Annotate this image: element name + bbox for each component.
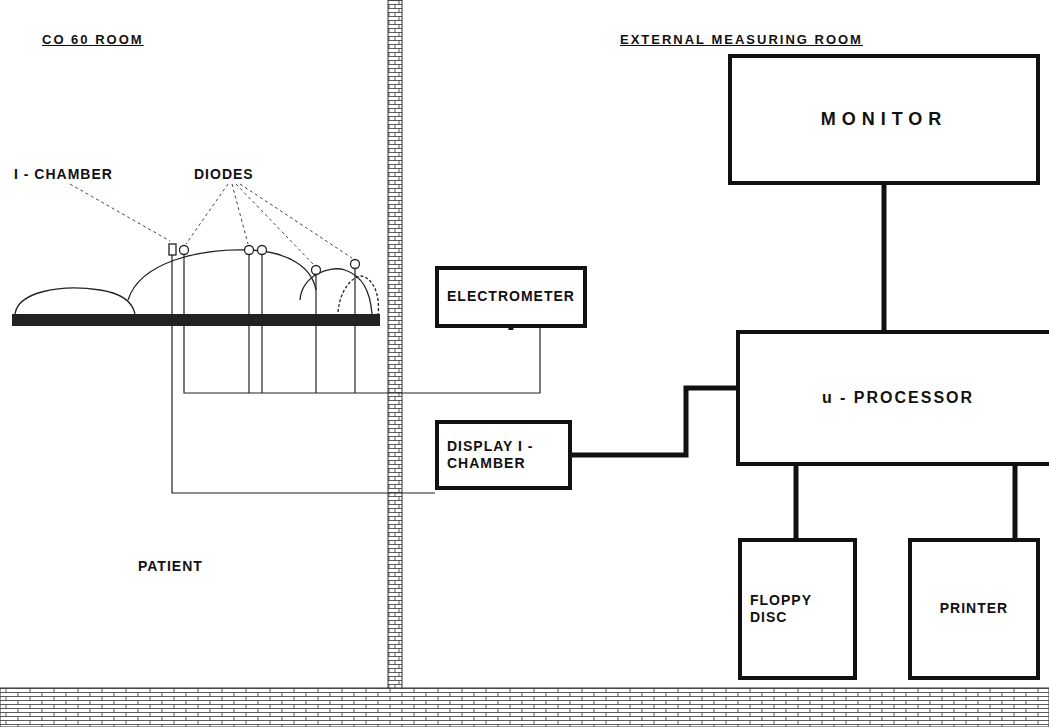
box-label: ELECTROMETER [447, 288, 575, 306]
data-cable [794, 466, 799, 538]
callout-label: DIODES [192, 166, 256, 182]
callout-label: PATIENT [136, 558, 205, 574]
data-cable [572, 388, 736, 455]
device-box: FLOPPY DISC [738, 538, 857, 680]
callout-label: I - CHAMBER [12, 166, 115, 182]
box-label: DISPLAY I - CHAMBER [447, 438, 562, 473]
device-box: u - PROCESSOR [736, 330, 1049, 466]
box-label: FLOPPY DISC [750, 592, 847, 627]
box-label: PRINTER [940, 600, 1008, 618]
brick-wall [388, 0, 402, 700]
box-label: u - PROCESSOR [822, 388, 974, 408]
data-cable [1013, 466, 1018, 538]
box-label: MONITOR [821, 108, 948, 131]
room-heading: EXTERNAL MEASURING ROOM [618, 32, 865, 47]
room-heading: CO 60 ROOM [40, 32, 146, 47]
leader-line [70, 184, 352, 264]
ion-chamber [169, 244, 176, 255]
treatment-table [12, 314, 380, 326]
device-box: ELECTROMETER [435, 266, 587, 328]
device-box: PRINTER [908, 538, 1040, 680]
diode [180, 246, 360, 275]
data-cable [508, 328, 513, 330]
device-box: DISPLAY I - CHAMBER [435, 420, 572, 490]
patient-outline [15, 250, 378, 314]
brick-floor [0, 688, 1049, 727]
device-box: MONITOR [728, 54, 1040, 185]
data-cable [882, 185, 887, 330]
